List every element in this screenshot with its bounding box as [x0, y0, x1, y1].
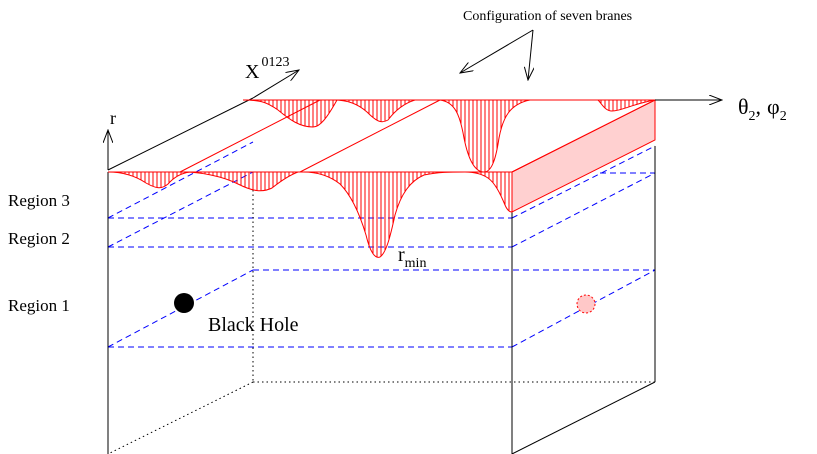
- front-brane-dips: [107, 171, 513, 258]
- region-3-label: Region 3: [8, 191, 70, 210]
- black-hole-image-marker: [576, 294, 596, 314]
- black-hole-marker: [174, 293, 194, 313]
- region-1-label: Region 1: [8, 296, 70, 315]
- angle-axis-label: θ2,φ2: [738, 94, 787, 124]
- region-2-label: Region 2: [8, 229, 70, 248]
- bulk-box: [107, 97, 656, 454]
- black-hole-label: Black Hole: [208, 314, 299, 336]
- brane-configuration-caption: Configuration of seven branes: [463, 9, 632, 24]
- region-3-plane: [107, 141, 656, 219]
- caption-pointer: [460, 29, 533, 80]
- rmin-label: rmin: [398, 244, 426, 271]
- brane-slab-side: [511, 99, 656, 213]
- hidden-back-edges: [107, 172, 655, 454]
- x0123-axis-arrow: [252, 70, 299, 99]
- r-axis-label: r: [110, 108, 116, 128]
- back-brane-dips: [242, 99, 656, 173]
- region-2-plane: [107, 171, 656, 248]
